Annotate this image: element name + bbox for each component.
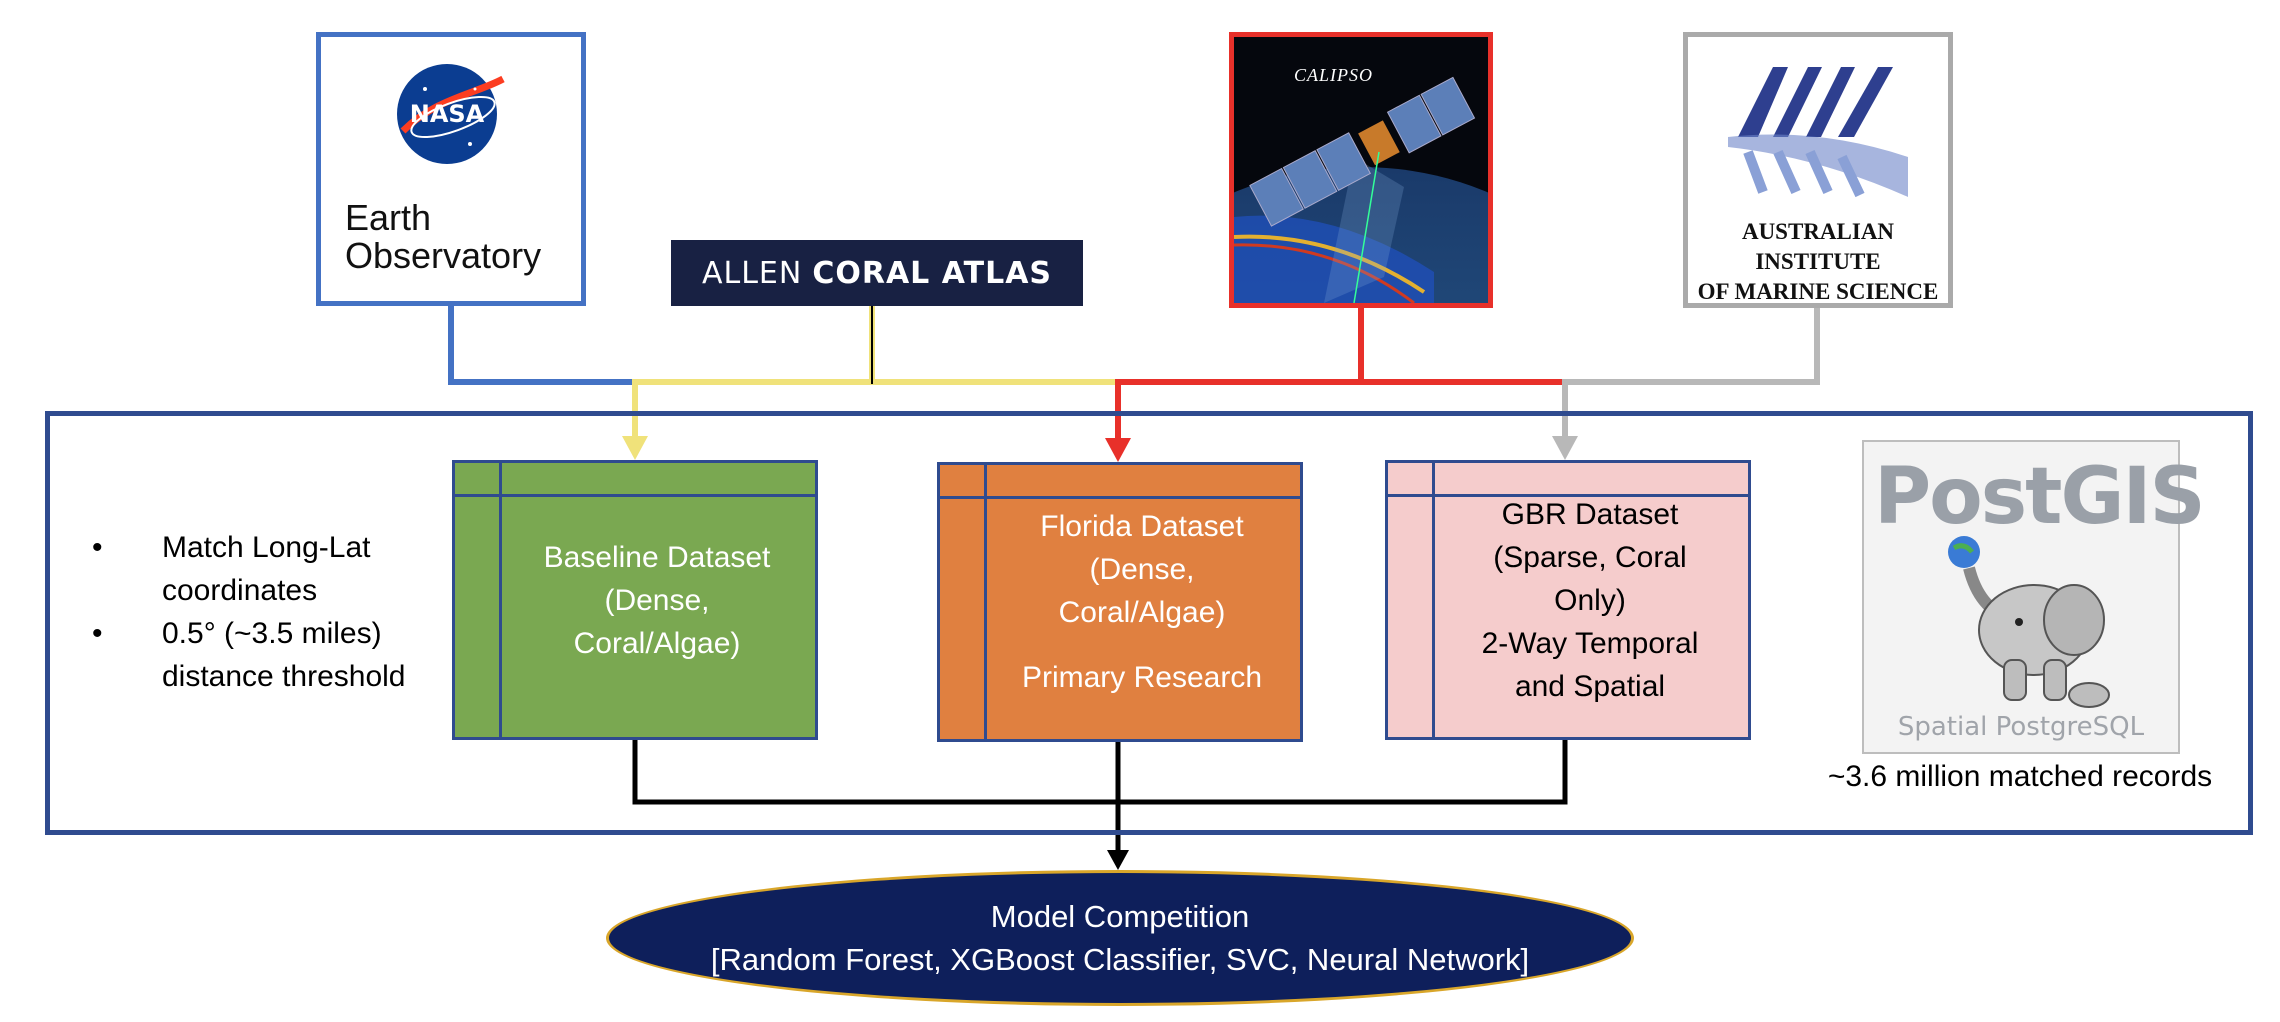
- florida-line3: Coral/Algae): [1058, 596, 1226, 629]
- aims-connector: [1562, 308, 1820, 438]
- nasa-line2: Observatory: [345, 235, 542, 276]
- model-title: Model Competition: [990, 899, 1250, 934]
- aims-line2: OF MARINE SCIENCE: [1697, 279, 1939, 304]
- postgis-logo: PostGIS Spatial PostgreSQL: [1862, 440, 2206, 754]
- baseline-line3: Coral/Algae): [573, 626, 741, 660]
- baseline-line2: (Dense,: [604, 583, 710, 617]
- florida-arrowhead: [1105, 438, 1131, 462]
- nasa-line1: Earth: [345, 197, 432, 238]
- merge-connector: [632, 740, 1568, 805]
- aims-line1: AUSTRALIAN INSTITUTE: [1741, 219, 1895, 274]
- allen-bold-text: CORAL ATLAS: [812, 255, 1053, 291]
- allen-light-text: ALLEN: [701, 255, 803, 291]
- postgis-subtitle: Spatial PostgreSQL: [1897, 712, 2145, 742]
- model-list: [Random Forest, XGBoost Classifier, SVC,…: [710, 942, 1530, 977]
- list-item: •Match Long-Lat coordinates: [92, 531, 371, 607]
- nasa-meatball-icon: NASA: [397, 64, 505, 164]
- matched-records-caption: ~3.6 million matched records: [1827, 760, 2213, 793]
- list-item: •0.5° (~3.5 miles) distance threshold: [92, 617, 406, 693]
- gbr-line5: and Spatial: [1514, 669, 1666, 703]
- calipso-satellite-image: CALIPSO: [1229, 32, 1493, 308]
- allen-coral-atlas-logo: ALLEN CORAL ATLAS: [671, 240, 1083, 306]
- baseline-dataset-box: Baseline Dataset (Dense, Coral/Algae): [452, 460, 818, 740]
- nasa-earth-observatory-logo: NASA Earth Observatory: [316, 32, 586, 306]
- aims-wave-icon: [1728, 67, 1908, 198]
- elephant-icon: [1948, 536, 2110, 708]
- gbr-arrowhead: [1552, 436, 1578, 460]
- florida-dataset-box: Florida Dataset (Dense, Coral/Algae) Pri…: [937, 462, 1303, 742]
- satellite-illustration: [1234, 37, 1488, 303]
- baseline-title: Baseline Dataset: [543, 540, 771, 574]
- gbr-line2: (Sparse, Coral: [1493, 540, 1687, 574]
- svg-text:NASA: NASA: [410, 100, 485, 128]
- calipso-label: CALIPSO: [1294, 65, 1373, 85]
- florida-line4: Primary Research: [1021, 661, 1263, 694]
- matching-criteria-list: •Match Long-Lat coordinates •0.5° (~3.5 …: [92, 526, 432, 698]
- florida-line2: (Dense,: [1089, 553, 1195, 586]
- florida-title: Florida Dataset: [1040, 510, 1244, 543]
- gbr-line4: 2-Way Temporal: [1481, 626, 1699, 660]
- aims-logo: AUSTRALIAN INSTITUTE OF MARINE SCIENCE: [1683, 32, 1953, 308]
- postgis-title: PostGIS: [1874, 452, 2206, 542]
- nasa-connector: [448, 306, 635, 385]
- gbr-dataset-box: GBR Dataset (Sparse, Coral Only) 2-Way T…: [1385, 460, 1751, 740]
- model-competition-node: Model Competition [Random Forest, XGBoos…: [606, 870, 1634, 1006]
- data-integration-frame: [45, 411, 2253, 835]
- baseline-arrowhead: [622, 436, 648, 460]
- model-arrowhead: [1107, 850, 1129, 870]
- gbr-title: GBR Dataset: [1501, 497, 1679, 531]
- gbr-line3: Only): [1554, 583, 1626, 617]
